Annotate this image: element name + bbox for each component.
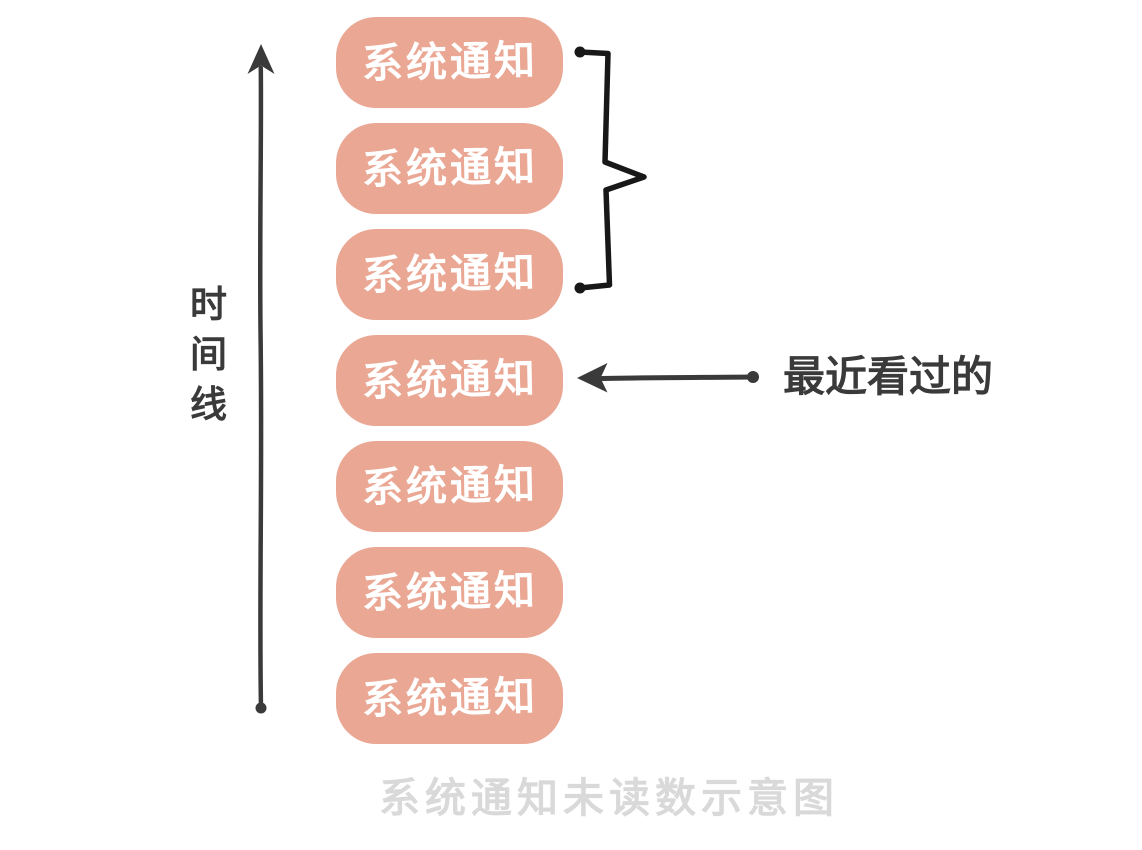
notification-box: 系统通知 [336, 17, 563, 108]
timeline-label: 时 间 线 [190, 286, 227, 423]
timeline-label-char: 线 [190, 383, 227, 426]
timeline-arrow-icon [247, 44, 275, 714]
top-group-brace-icon [574, 46, 647, 294]
timeline-label-char: 间 [190, 333, 227, 376]
notification-box-label: 系统通知 [361, 566, 538, 618]
notification-box: 系统通知 [336, 441, 563, 532]
notification-box-label: 系统通知 [361, 36, 538, 88]
recent-arrow-icon [577, 363, 759, 393]
notification-box-label: 系统通知 [361, 142, 538, 194]
notification-box: 系统通知 [336, 653, 563, 744]
timeline-label-char: 时 [190, 283, 227, 326]
notification-box: 系统通知 [336, 229, 563, 320]
notification-box-label: 系统通知 [361, 460, 538, 512]
notification-box-label: 系统通知 [361, 672, 538, 724]
notification-box-label: 系统通知 [361, 248, 538, 300]
figure-caption: 系统通知未读数示意图 [379, 774, 839, 822]
notification-box-label: 系统通知 [361, 354, 538, 406]
notification-box: 系统通知 [336, 335, 563, 426]
notification-box: 系统通知 [336, 547, 563, 638]
notification-box: 系统通知 [336, 123, 563, 214]
notification-stack: 系统通知 系统通知 系统通知 系统通知 系统通知 系统通知 系统通知 [336, 17, 563, 744]
recent-viewed-label: 最近看过的 [783, 352, 994, 401]
